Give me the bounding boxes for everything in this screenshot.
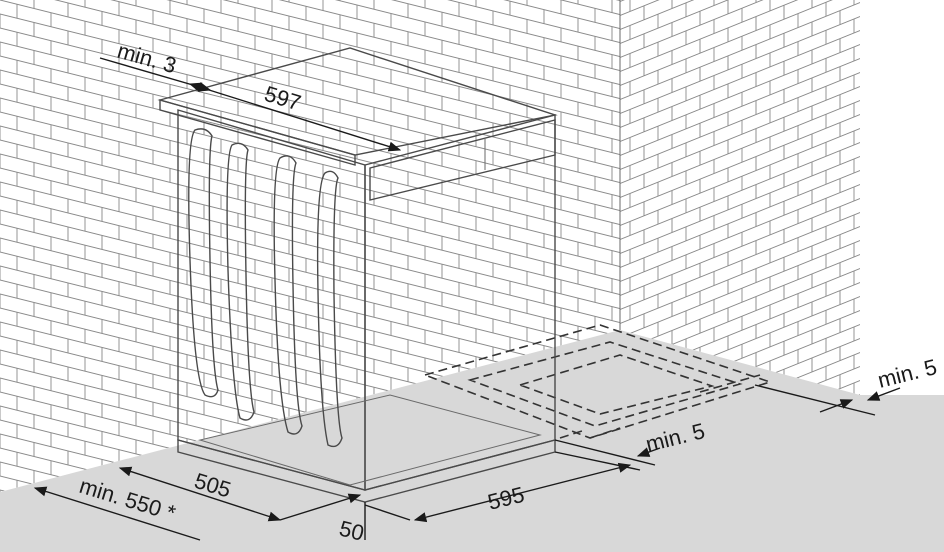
template-outline: [422, 324, 773, 439]
label-foot-offset: 50: [337, 516, 367, 546]
dimension-lines: [33, 57, 901, 541]
left-brick-wall: [0, 0, 620, 492]
label-side-gap-right: min. 5: [875, 354, 939, 393]
base-frame: [198, 394, 542, 486]
control-panel: [369, 119, 556, 201]
right-brick-wall: [620, 0, 860, 395]
